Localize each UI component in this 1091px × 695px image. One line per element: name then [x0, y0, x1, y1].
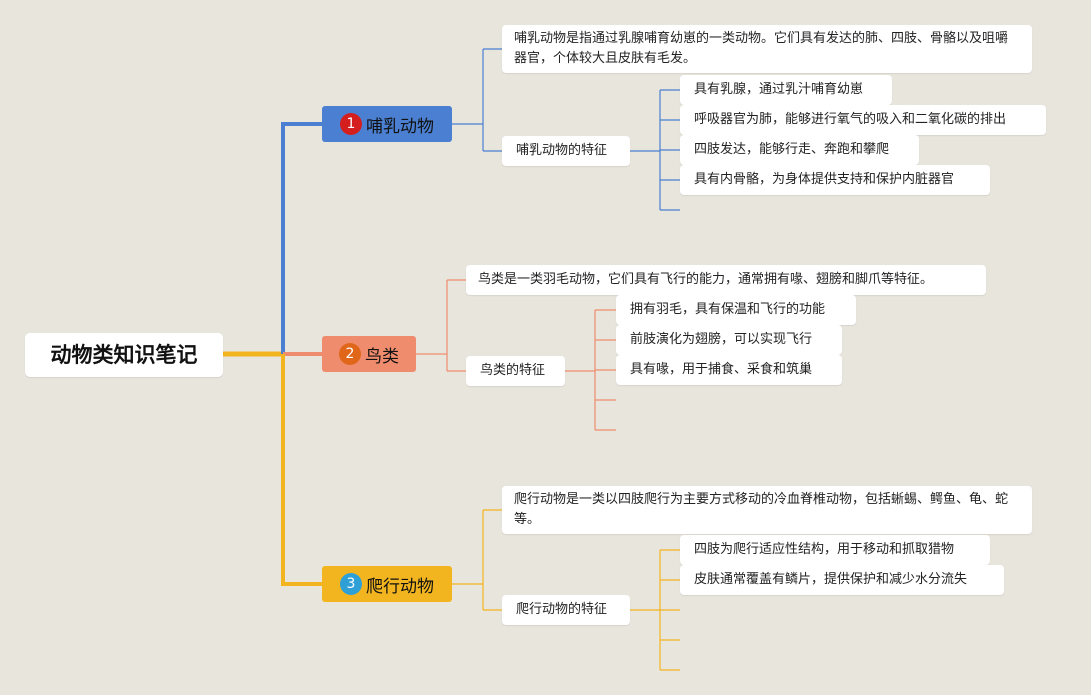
bird-features-label[interactable]: 鸟类的特征: [466, 356, 565, 386]
reptile-description[interactable]: 爬行动物是一类以四肢爬行为主要方式移动的冷血脊椎动物，包括蜥蜴、鳄鱼、龟、蛇等。: [502, 486, 1032, 534]
bird-description[interactable]: 鸟类是一类羽毛动物，它们具有飞行的能力，通常拥有喙、翅膀和脚爪等特征。: [466, 265, 986, 295]
branch-bird-title: 鸟类: [365, 346, 399, 367]
branch-mammal[interactable]: 1 哺乳动物: [322, 106, 452, 142]
root-title: 动物类知识笔记: [50, 343, 198, 367]
branch-bird[interactable]: 2 鸟类: [322, 336, 416, 372]
branch-reptile[interactable]: 3 爬行动物: [322, 566, 452, 602]
mammal-description[interactable]: 哺乳动物是指通过乳腺哺育幼崽的一类动物。它们具有发达的肺、四肢、骨骼以及咀嚼器官…: [502, 25, 1032, 73]
mammal-connectors: [452, 48, 680, 211]
number-badge-1: 1: [340, 113, 362, 135]
root-node[interactable]: 动物类知识笔记: [25, 333, 223, 377]
reptile-features-label[interactable]: 爬行动物的特征: [502, 595, 630, 625]
mammal-feature-3[interactable]: 四肢发达，能够行走、奔跑和攀爬: [680, 135, 919, 165]
trunk-reptile: [281, 354, 322, 586]
branch-mammal-title: 哺乳动物: [366, 116, 434, 137]
number-badge-3: 3: [340, 573, 362, 595]
bird-connectors: [416, 279, 616, 431]
number-badge-2: 2: [339, 343, 361, 365]
mammal-feature-2[interactable]: 呼吸器官为肺，能够进行氧气的吸入和二氧化碳的排出: [680, 105, 1046, 135]
reptile-feature-1[interactable]: 四肢为爬行适应性结构，用于移动和抓取猎物: [680, 535, 990, 565]
bird-feature-3[interactable]: 具有喙，用于捕食、采食和筑巢: [616, 355, 842, 385]
reptile-feature-2[interactable]: 皮肤通常覆盖有鳞片，提供保护和减少水分流失: [680, 565, 1004, 595]
reptile-connectors: [452, 509, 680, 671]
mammal-feature-4[interactable]: 具有内骨骼，为身体提供支持和保护内脏器官: [680, 165, 990, 195]
mammal-features-label[interactable]: 哺乳动物的特征: [502, 136, 630, 166]
bird-feature-1[interactable]: 拥有羽毛，具有保温和飞行的功能: [616, 295, 856, 325]
branch-reptile-title: 爬行动物: [366, 576, 434, 597]
trunk-mammal: [281, 122, 322, 354]
bird-feature-2[interactable]: 前肢演化为翅膀，可以实现飞行: [616, 325, 842, 355]
mammal-feature-1[interactable]: 具有乳腺，通过乳汁哺育幼崽: [680, 75, 892, 105]
